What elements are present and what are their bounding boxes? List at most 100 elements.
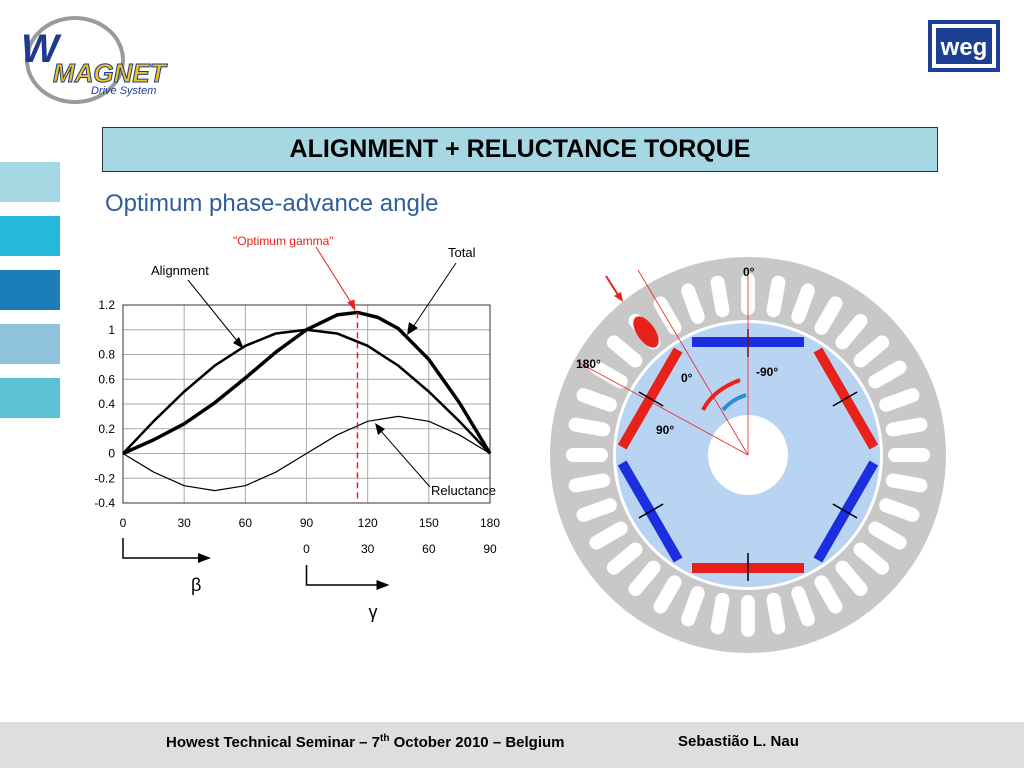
magnet-arrow	[832, 391, 858, 407]
x-beta-tick-label: 90	[300, 516, 314, 530]
total-arrow-head	[407, 322, 418, 335]
stator-slot	[576, 498, 617, 522]
y-tick-label: 0	[108, 447, 115, 461]
gamma-axis-arrow	[305, 565, 382, 586]
svg-text:W: W	[21, 27, 62, 71]
x-beta-tick-label: 60	[239, 516, 253, 530]
stator-slot	[568, 417, 611, 437]
x-gamma-tick-label: 30	[361, 542, 375, 556]
y-tick-label: 0.4	[98, 397, 115, 411]
magnet-arrow	[638, 391, 664, 407]
stator-slot	[879, 498, 920, 522]
stator-slot	[791, 586, 815, 627]
footer-event: Howest Technical Seminar – 7th October 2…	[166, 733, 565, 751]
label-rotor-0: 0°	[681, 371, 693, 385]
alignment-arrow-head	[233, 337, 244, 349]
x-beta-tick-label: 150	[419, 516, 439, 530]
x-gamma-tick-label: 0	[303, 542, 310, 556]
ref-line-angle	[637, 269, 749, 456]
sidebar-block-4	[0, 324, 60, 364]
magnet-4	[692, 553, 804, 581]
y-tick-label: 1	[108, 323, 115, 337]
gamma-axis-label: γ	[369, 602, 378, 622]
label-rotor-neg90: -90°	[756, 365, 778, 379]
magnet-3	[813, 460, 879, 563]
wmagnet-logo: W MAGNET Drive System	[15, 10, 200, 105]
magnet-arrow	[832, 503, 858, 519]
sidebar-decoration	[0, 162, 60, 432]
stator-slot	[568, 473, 611, 493]
stator-slot	[868, 521, 907, 550]
svg-text:weg: weg	[940, 34, 988, 61]
beta-axis-arrow	[122, 538, 203, 559]
reluctance-pointer	[379, 429, 431, 488]
reluctance-arrow-head	[375, 423, 385, 435]
label-180-deg: 180°	[576, 357, 601, 371]
stator-slot	[814, 575, 843, 614]
stator-slot	[791, 283, 815, 324]
stator-slot	[814, 296, 843, 335]
total-annotation: Total	[448, 245, 476, 260]
stator-slot	[710, 275, 730, 318]
motor-diagram: 0°180°0°-90°90°	[548, 250, 952, 660]
stator-slot	[710, 592, 730, 635]
x-beta-tick-label: 0	[120, 516, 127, 530]
stator-slot	[879, 388, 920, 412]
stator-slot	[628, 560, 661, 597]
stator-slot	[681, 283, 705, 324]
stator-red-marker	[633, 316, 659, 348]
footer: Howest Technical Seminar – 7th October 2…	[0, 722, 1024, 768]
reluctance-annotation: Reluctance	[431, 483, 496, 498]
total-pointer	[412, 262, 457, 328]
stator-slot	[835, 560, 868, 597]
alignment-annotation: Alignment	[151, 263, 209, 278]
stator-slot	[766, 275, 786, 318]
motor-diagram-svg: 0°180°0°-90°90°	[550, 257, 946, 653]
rotation-arrow-red	[701, 378, 741, 411]
x-beta-tick-label: 120	[358, 516, 378, 530]
x-beta-tick-label: 30	[177, 516, 191, 530]
magnet-arrow	[638, 503, 664, 519]
chart-subtitle: Optimum phase-advance angle	[105, 190, 439, 217]
stator-slot	[566, 448, 608, 462]
series-line-reluctance	[122, 415, 491, 492]
stator-slot	[606, 335, 643, 368]
svg-text:MAGNET: MAGNET	[53, 58, 168, 88]
y-tick-label: 0.2	[98, 422, 115, 436]
stator-slot	[885, 473, 928, 493]
stator-slot	[868, 360, 907, 389]
y-tick-label: -0.2	[94, 471, 115, 485]
label-0-deg: 0°	[743, 265, 755, 279]
magnet-2	[813, 347, 879, 450]
optimum-arrow-head	[347, 299, 356, 312]
sidebar-block-3	[0, 270, 60, 310]
optimum-pointer	[315, 246, 354, 307]
beta-axis-label: β	[191, 575, 201, 595]
x-beta-tick-label: 180	[480, 516, 500, 530]
y-tick-label: -0.4	[94, 496, 115, 510]
stator-slot	[589, 521, 628, 550]
rotation-arrow-blue	[721, 393, 747, 412]
alignment-pointer	[187, 279, 239, 343]
optimum-annotation: "Optimum gamma"	[233, 234, 334, 248]
stator-slot	[741, 595, 755, 637]
ref-line-180	[577, 361, 749, 456]
footer-author: Sebastião L. Nau	[678, 733, 799, 750]
stator-slot	[606, 542, 643, 575]
y-tick-label: 0.8	[98, 348, 115, 362]
stator-slot	[766, 592, 786, 635]
plot-frame	[122, 304, 491, 504]
stator-slot	[653, 575, 682, 614]
stator-slot	[576, 388, 617, 412]
stator-slot	[653, 296, 682, 335]
y-tick-label: 0.6	[98, 372, 115, 386]
beta-arrow-head	[198, 553, 211, 563]
stator-slot	[853, 335, 890, 368]
sidebar-block-2	[0, 216, 60, 256]
logo-tagline: Drive System	[91, 85, 156, 97]
stator-slot	[835, 313, 868, 350]
gamma-arrow-head	[376, 580, 390, 590]
x-gamma-tick-label: 90	[483, 542, 497, 556]
